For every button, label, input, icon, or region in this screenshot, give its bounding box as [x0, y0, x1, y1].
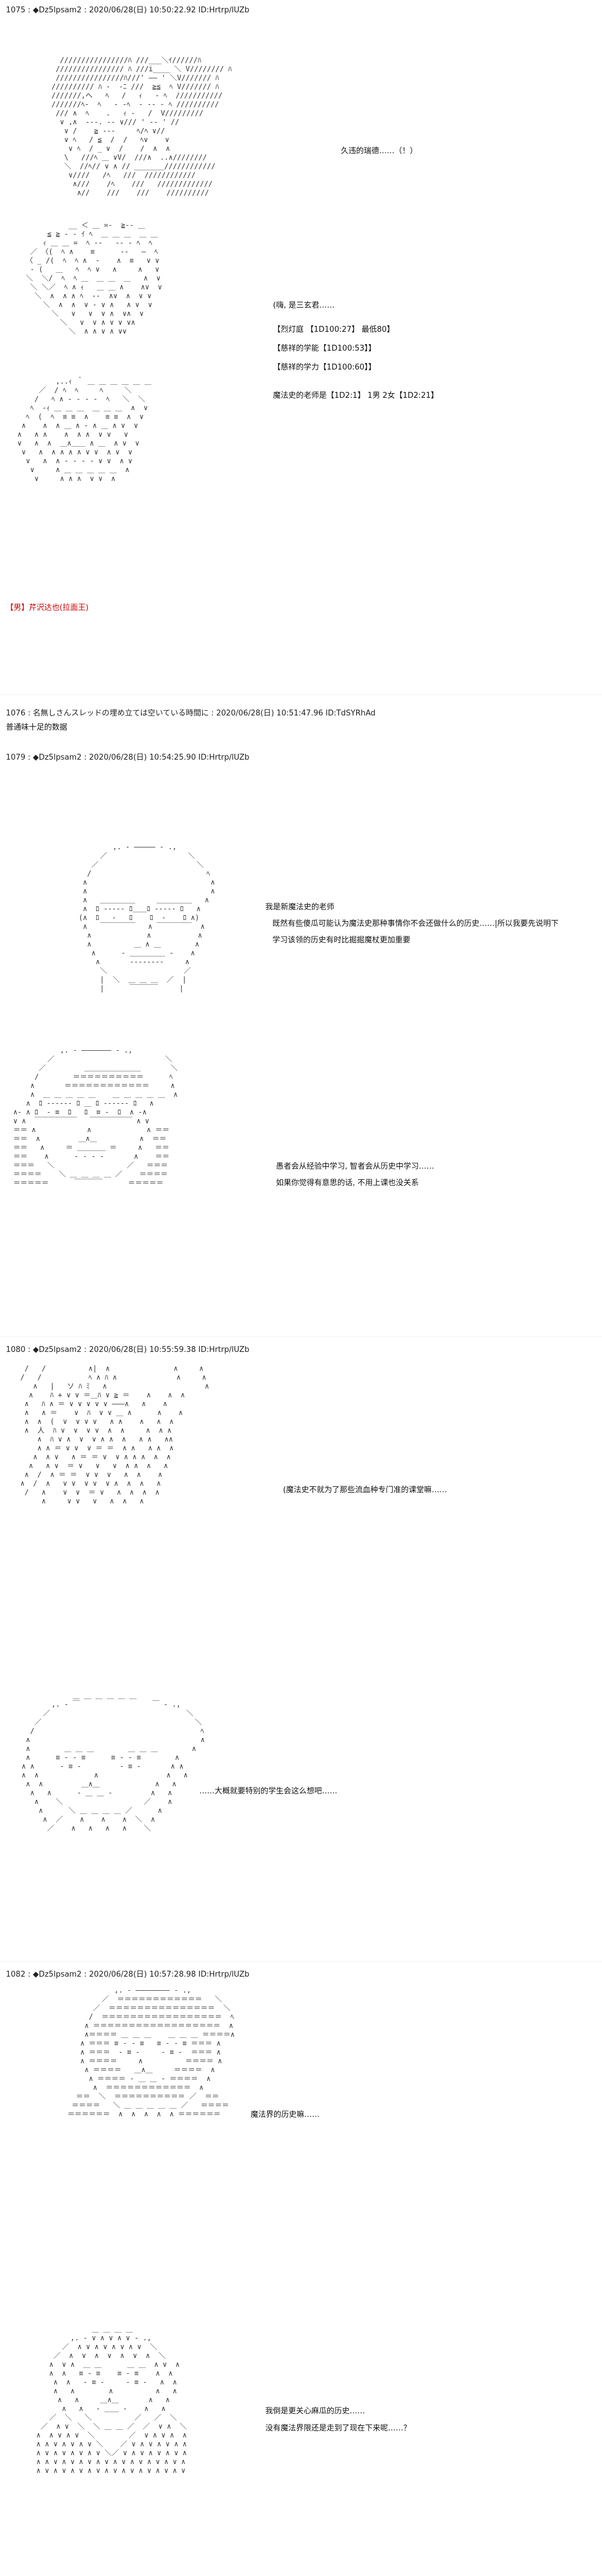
- ascii-art-figure: ,. ‐ ――――――― ‐ ., ／ ＼ ／ ＿＿＿＿＿＿＿＿ ＼ / ＝＝＝…: [13, 1046, 178, 1187]
- post-1079-continued: ,. ‐ ――――――― ‐ ., ／ ＼ ／ ＿＿＿＿＿＿＿＿ ＼ / ＝＝＝…: [0, 1034, 602, 1329]
- ascii-art-figure: ＿ ＿ ＿ ＿ ＿ ＿ ,. ‐ ￣ ￣ ‐ ., ／ ＼ ／ ＼ / ﾍ ∧: [21, 1691, 205, 1832]
- post-1082-continued: ＿ ＿ ＿ ＿ ,. ‐ ∨ ∧ ∨ ∧ ∨ ‐ ., ／ ∧ ∨ ∧ ∨ ∧ …: [0, 2325, 602, 2572]
- post-1082: 1082 : ◆Dz5lpsam2 : 2020/06/28(日) 10:57:…: [0, 1965, 602, 2295]
- dialogue-line: 既然有些傻瓜可能认为魔法史那种事情你不会还做什么的历史……|所以我要先说明下: [272, 919, 559, 928]
- stat-line: 【慈祥的学能【1D100:53】】: [273, 344, 376, 353]
- post-1079: 1079 : ◆Dz5lpsam2 : 2020/06/28(日) 10:54:…: [0, 748, 602, 1326]
- ascii-art-figure: ＿ ＿ ＿ ＿ ,. ‐ ∨ ∧ ∨ ∧ ∨ ‐ ., ／ ∧ ∨ ∧ ∨ ∧ …: [36, 2325, 187, 2475]
- post-header: 1079 : ◆Dz5lpsam2 : 2020/06/28(日) 10:54:…: [6, 753, 249, 762]
- dialogue-line: 愚者会从经验中学习, 智者会从历史中学习……: [276, 1162, 435, 1171]
- dialogue-line: 学习该领的历史有时比掘掘魔杖更加重要: [272, 936, 411, 945]
- character-name: 【男】芹沢达也(拉面王): [6, 603, 89, 612]
- post-1075: 1075 : ◆Dz5lpsam2 : 2020/06/28(日) 10:50:…: [0, 0, 602, 321]
- dialogue-line: 如果你觉得有意思的话, 不用上课也没关系: [276, 1179, 419, 1188]
- ascii-art-figure: __ ＜ ＿ =- ≧-- ＿ ≦ ≧ ‐ - ｲ ﾍ ＿ ＿ ＿ ＿ ＿ ｨ …: [25, 221, 162, 335]
- ascii-art-figure: ////////////////ﾊ ///___＼ｲ//////ﾊ //////…: [51, 56, 232, 197]
- dialogue-line: 久违的瑞德……（！）: [341, 147, 418, 156]
- stat-line: 【烈灯庭 【1D100:27】 最低80】: [273, 325, 394, 334]
- stat-line: 魔法史的老师是【1D2:1】 1男 2女【1D2:21】: [273, 391, 439, 400]
- post-1080: 1080 : ◆Dz5lpsam2 : 2020/06/28(日) 10:55:…: [0, 1341, 602, 1671]
- dialogue-line: (魔法史不就为了那些流血种专门准的课堂嘛……: [283, 1486, 448, 1495]
- dialogue-line: 魔法界的历史嘛……: [251, 2110, 320, 2119]
- dialogue-line: 没有魔法界限还是走到了现在下来呢……？: [265, 2424, 412, 2433]
- post-header: 1075 : ◆Dz5lpsam2 : 2020/06/28(日) 10:50:…: [6, 6, 249, 15]
- post-text: 普通味十足的数据: [6, 723, 68, 732]
- divider: [0, 1961, 602, 1962]
- dialogue-line: 我是新魔法史的老师: [265, 903, 335, 912]
- post-1076: 1076 : 名無しさんスレッドの埋め立ては空いている時間に : 2020/06…: [0, 704, 602, 740]
- ascii-art-figure: / / ∧| ∧ ∧ ∧ / / ﾍ ∧ ﾊ ∧ ∧ ∧ ∧ | ソ ﾊ ﾐ ∧…: [20, 1364, 209, 1505]
- post-1075-continued: __ ＜ ＿ =- ≧-- ＿ ≦ ≧ ‐ - ｲ ﾍ ＿ ＿ ＿ ＿ ＿ ｨ …: [0, 218, 602, 631]
- post-header: 1076 : 名無しさんスレッドの埋め立ては空いている時間に : 2020/06…: [6, 709, 376, 718]
- stat-line: 【慈祥的学力【1D100:60】】: [273, 363, 376, 372]
- ascii-art-figure: ,. ‐ ――――― ‐ ., ／ ＼ ／ ＼ / ﾍ ∧ ∧ ∧ ∧: [78, 843, 215, 992]
- dialogue-line: ……大概就要特别的学生会这么想吧……: [199, 1787, 338, 1796]
- dialogue-line: 我倒是更关心麻瓜的历史……: [265, 2407, 366, 2416]
- ascii-art-figure: ,..ｨ ＾ ＿ ＿ ＿ ＿ ＿ ＿ ／ / ﾍ ﾍ ﾍ ＼ / ﾍ ∧ ‐ ‐…: [17, 377, 152, 483]
- divider: [0, 694, 602, 695]
- ascii-art-figure: ,. ‐ ―――――――― ‐ ., ／ ＝＝＝＝＝＝＝＝＝＝＝＝ ＼ ／ ＝＝…: [67, 1986, 235, 2118]
- post-header: 1082 : ◆Dz5lpsam2 : 2020/06/28(日) 10:57:…: [6, 1970, 249, 1979]
- post-header: 1080 : ◆Dz5lpsam2 : 2020/06/28(日) 10:55:…: [6, 1345, 249, 1354]
- post-1080-continued: ＿ ＿ ＿ ＿ ＿ ＿ ,. ‐ ￣ ￣ ‐ ., ／ ＼ ／ ＼ / ﾍ ∧: [0, 1691, 602, 1939]
- dialogue-line: (嗨, 是三玄君……: [273, 301, 335, 310]
